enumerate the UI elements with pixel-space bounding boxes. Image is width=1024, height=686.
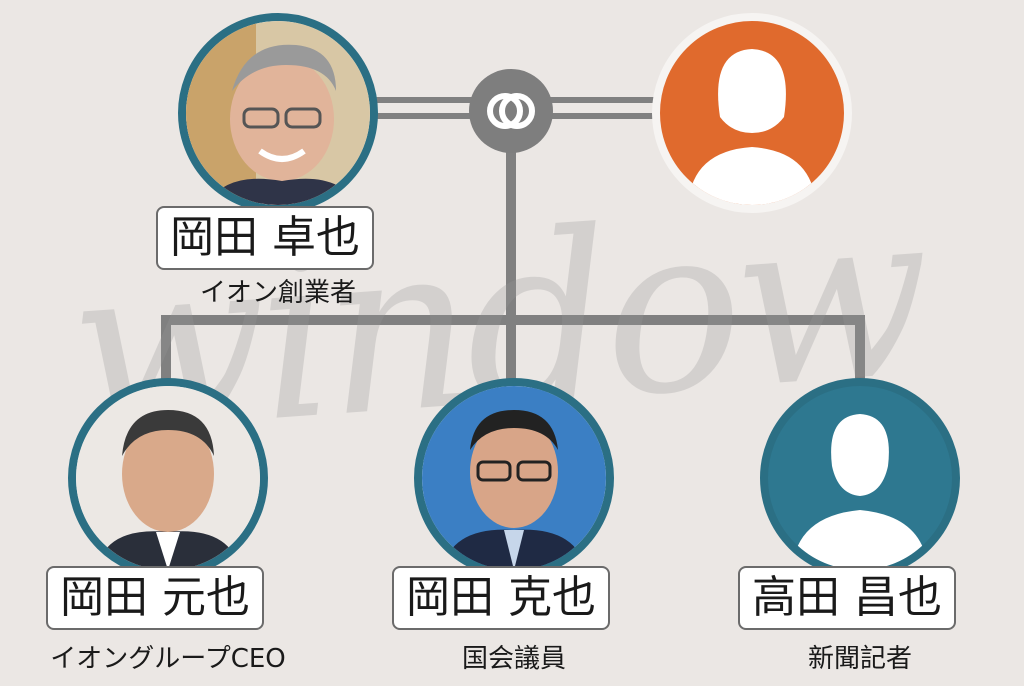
person-child-1 <box>68 378 268 578</box>
child-1-role: イオングループCEO <box>50 644 286 674</box>
child-2-name: 岡田 克也 <box>392 566 610 630</box>
person-child-3 <box>760 378 960 578</box>
child-3-role: 新聞記者 <box>807 644 912 674</box>
father-role: イオン創業者 <box>199 278 356 308</box>
child-3-name: 高田 昌也 <box>738 566 956 630</box>
wedding-rings-icon <box>469 69 553 153</box>
child-1-photo <box>68 378 268 578</box>
person-child-2 <box>414 378 614 578</box>
child-1-name: 岡田 元也 <box>46 566 264 630</box>
person-father <box>178 13 378 213</box>
child-2-role: 国会議員 <box>461 644 566 674</box>
female-silhouette-icon <box>652 13 852 213</box>
child-2-photo <box>414 378 614 578</box>
person-mother <box>652 13 852 213</box>
father-photo <box>178 13 378 213</box>
male-silhouette-icon <box>760 378 960 578</box>
father-name: 岡田 卓也 <box>156 206 374 270</box>
